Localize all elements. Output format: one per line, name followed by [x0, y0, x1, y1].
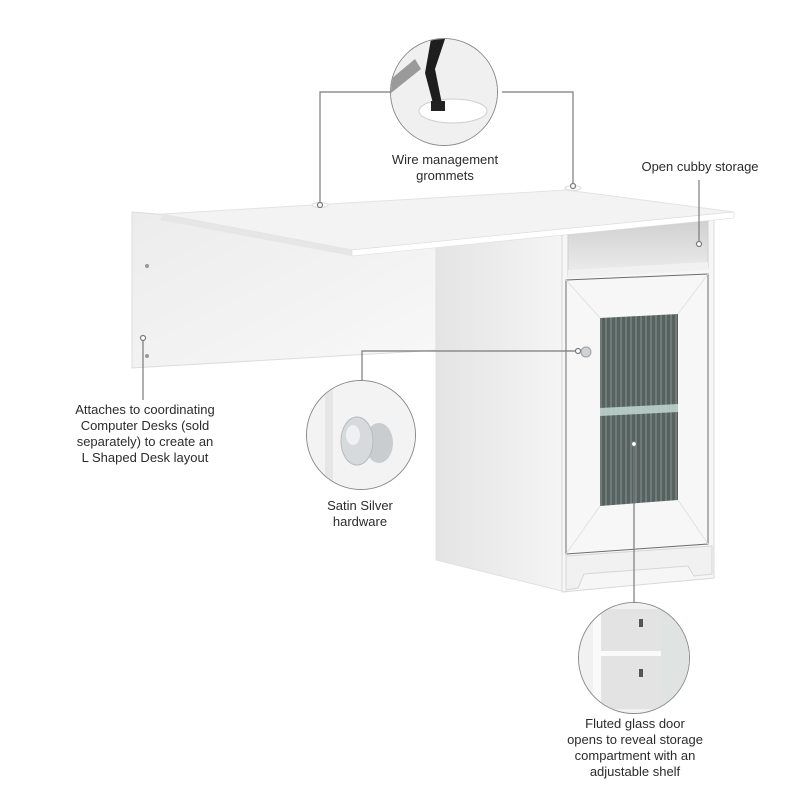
open-cabinet-icon: [579, 603, 689, 713]
door-label: Fluted glass door opens to reveal storag…: [567, 716, 703, 779]
door-knob: [580, 346, 592, 358]
glass-door: [565, 273, 709, 555]
hardware-label: Satin Silver hardware: [327, 498, 393, 529]
pedestal: [435, 211, 715, 593]
hardware-detail-circle: [306, 380, 416, 490]
wire-grommet-icon: [391, 39, 497, 145]
leader-lines: [142, 91, 700, 602]
desktop-surface: [160, 185, 735, 257]
door-detail-circle: [578, 602, 690, 714]
grommet-detail-circle: [390, 38, 498, 146]
attach-label: Attaches to coordinating Computer Desks …: [75, 402, 215, 465]
leader-dots: [139, 182, 703, 448]
knob-icon: [307, 381, 415, 489]
grommets-label: Wire management grommets: [391, 152, 499, 183]
cubby-label: Open cubby storage: [641, 159, 759, 174]
